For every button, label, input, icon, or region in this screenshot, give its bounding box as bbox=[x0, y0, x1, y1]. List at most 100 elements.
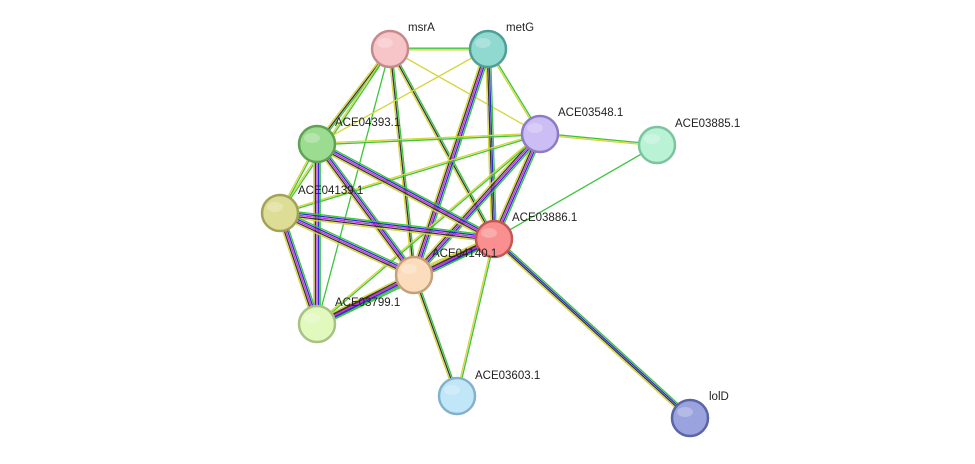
node-ace03885-1[interactable]: ACE03885.1 bbox=[637, 118, 740, 165]
node-label: ACE04140.1 bbox=[432, 248, 497, 260]
node-ace04140-1[interactable]: ACE04140.1 bbox=[394, 248, 497, 295]
node-label: ACE04139.1 bbox=[298, 185, 363, 197]
edge-evidence-line bbox=[278, 48, 390, 213]
edge-evidence-line bbox=[316, 143, 495, 240]
edge-evidence-line bbox=[280, 212, 320, 324]
node-circle[interactable] bbox=[260, 193, 300, 233]
edge-evidence-line bbox=[318, 140, 496, 237]
edge-evidence-line bbox=[315, 144, 414, 277]
edge-evidence-line bbox=[279, 212, 318, 325]
node-ace04393-1[interactable]: ACE04393.1 bbox=[297, 117, 400, 164]
edge-evidence-line bbox=[390, 48, 417, 275]
edge-evidence-line bbox=[281, 209, 416, 273]
node-circle[interactable] bbox=[297, 124, 337, 164]
edge-ace04393-1-ace04140-1 bbox=[313, 141, 418, 278]
edge-ace04139-1-ace03799-1 bbox=[276, 211, 321, 326]
edge-ace04393-1-ace03886-1 bbox=[315, 140, 496, 243]
edge-ace04139-1-ace03886-1 bbox=[279, 209, 495, 243]
edge-evidence-line bbox=[496, 135, 544, 241]
edge-evidence-line bbox=[276, 213, 315, 326]
edge-evidence-line bbox=[455, 238, 494, 396]
edge-evidence-line bbox=[279, 212, 415, 276]
node-ace03886-1[interactable]: ACE03886.1 bbox=[474, 212, 577, 259]
edge-evidence-line bbox=[280, 210, 415, 275]
node-circle[interactable] bbox=[670, 398, 710, 438]
node-msra[interactable]: msrA bbox=[370, 22, 435, 69]
edge-evidence-line bbox=[279, 212, 495, 240]
edge-evidence-line bbox=[540, 132, 658, 145]
edge-evidence-line bbox=[317, 142, 496, 239]
edge-ace03548-1-ace04393-1 bbox=[316, 132, 541, 146]
node-label: msrA bbox=[408, 22, 435, 34]
edge-evidence-line bbox=[493, 144, 658, 240]
edge-evidence-line bbox=[316, 48, 391, 325]
edge-evidence-line bbox=[411, 48, 488, 275]
edge-evidence-line bbox=[279, 213, 494, 242]
node-highlight bbox=[377, 38, 393, 48]
node-label: ACE03885.1 bbox=[675, 118, 740, 130]
node-ace03799-1[interactable]: ACE03799.1 bbox=[297, 297, 400, 344]
edge-evidence-line bbox=[316, 132, 540, 144]
edge-evidence-line bbox=[317, 142, 416, 275]
edge-ace03548-1-ace04139-1 bbox=[279, 132, 541, 215]
edge-ace04139-1-ace04140-1 bbox=[278, 209, 416, 279]
node-highlight bbox=[444, 385, 460, 395]
edge-evidence-line bbox=[315, 146, 493, 243]
edge-evidence-line bbox=[319, 141, 418, 274]
node-metg[interactable]: metG bbox=[468, 22, 534, 69]
edge-evidence-line bbox=[414, 134, 542, 277]
node-circle[interactable] bbox=[474, 219, 514, 259]
edge-evidence-line bbox=[282, 211, 321, 324]
node-highlight bbox=[267, 202, 283, 212]
node-label: ACE03799.1 bbox=[335, 297, 400, 309]
edge-evidence-line bbox=[415, 135, 543, 278]
edge-metg-ace04393-1 bbox=[316, 48, 489, 145]
edge-evidence-line bbox=[387, 49, 414, 276]
edge-evidence-line bbox=[493, 239, 690, 420]
edge-evidence-line bbox=[280, 210, 495, 239]
node-label: ACE03548.1 bbox=[558, 107, 623, 119]
edge-evidence-line bbox=[486, 49, 494, 240]
edge-msra-ace03799-1 bbox=[316, 48, 391, 325]
edge-evidence-line bbox=[413, 274, 458, 397]
edge-evidence-line bbox=[457, 239, 496, 397]
edge-ace03886-1-ace03603-1 bbox=[455, 238, 496, 397]
node-highlight bbox=[401, 264, 417, 274]
edge-evidence-line bbox=[389, 48, 415, 276]
edge-evidence-line bbox=[316, 143, 415, 276]
node-ace04139-1[interactable]: ACE04139.1 bbox=[260, 185, 363, 233]
node-circle[interactable] bbox=[520, 114, 560, 154]
edge-evidence-line bbox=[389, 48, 541, 135]
edge-evidence-line bbox=[412, 132, 540, 275]
node-circle[interactable] bbox=[394, 255, 434, 295]
node-ace03603-1[interactable]: ACE03603.1 bbox=[437, 370, 540, 416]
node-ace03548-1[interactable]: ACE03548.1 bbox=[520, 107, 623, 154]
edge-evidence-line bbox=[277, 213, 317, 325]
edge-evidence-line bbox=[491, 240, 689, 421]
node-label: metG bbox=[506, 22, 534, 34]
edge-evidence-line bbox=[316, 48, 489, 145]
node-label: ACE04393.1 bbox=[335, 117, 400, 129]
edge-evidence-line bbox=[489, 48, 498, 239]
edge-msra-ace04140-1 bbox=[387, 48, 417, 276]
node-highlight bbox=[527, 123, 543, 133]
node-circle[interactable] bbox=[468, 29, 508, 69]
node-circle[interactable] bbox=[370, 29, 410, 69]
edge-ace03885-1-ace03886-1 bbox=[493, 144, 658, 240]
edge-evidence-line bbox=[279, 215, 494, 243]
edge-evidence-line bbox=[411, 275, 457, 397]
node-highlight bbox=[677, 407, 693, 417]
node-highlight bbox=[475, 38, 491, 48]
node-circle[interactable] bbox=[637, 125, 677, 165]
node-highlight bbox=[304, 313, 320, 323]
node-circle[interactable] bbox=[297, 304, 337, 344]
edge-evidence-line bbox=[280, 209, 495, 237]
node-label: ACE03886.1 bbox=[512, 212, 577, 224]
node-lold[interactable]: lolD bbox=[670, 391, 729, 438]
edge-evidence-line bbox=[278, 215, 413, 279]
edge-evidence-line bbox=[414, 274, 460, 396]
node-circle[interactable] bbox=[437, 376, 477, 416]
node-label: ACE03603.1 bbox=[475, 370, 540, 382]
